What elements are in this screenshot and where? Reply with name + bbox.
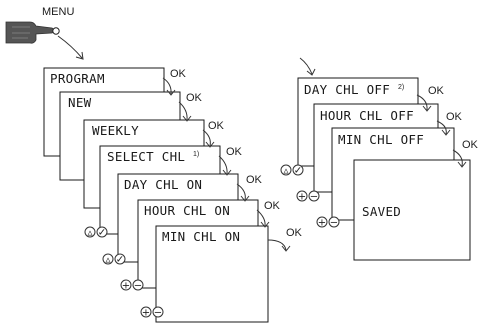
minus-icon: −: [154, 308, 162, 319]
ok-label: OK: [186, 92, 203, 104]
left-ok-steps: OK OK OK OK OK OK OK: [162, 68, 303, 252]
up-triangle-icon: ▵: [105, 255, 110, 266]
screen-text: DAY CHL ON: [124, 177, 202, 192]
minus-icon: −: [330, 218, 338, 229]
up-triangle-icon: ▵: [87, 228, 92, 239]
up-confirm-buttons: ▵ ✓: [84, 226, 108, 239]
ok-arrow-icon: [436, 120, 451, 136]
left-button-hints: ▵ ✓ ▵ ✓ + − + −: [84, 226, 164, 319]
plus-icon: +: [298, 192, 306, 203]
screen-text: NEW: [68, 95, 92, 110]
check-icon: ✓: [294, 166, 302, 177]
plus-minus-buttons: + −: [140, 306, 164, 319]
plus-icon: +: [142, 308, 150, 319]
continue-arrow-icon: [299, 57, 316, 76]
ok-arrow-icon: [218, 155, 232, 176]
screen-text: HOUR CHL OFF: [320, 108, 414, 123]
pointing-hand-icon: [5, 21, 60, 44]
plus-minus-buttons: + −: [316, 216, 340, 229]
screen-text: MIN CHL ON: [162, 229, 240, 244]
screen-text: WEEKLY: [92, 123, 139, 138]
screen-text: SELECT CHL: [107, 149, 185, 164]
ok-arrow-icon: [162, 77, 176, 96]
check-icon: ✓: [116, 255, 124, 266]
minus-icon: −: [134, 281, 142, 292]
ok-arrow-icon: [236, 183, 250, 202]
screen-text: DAY CHL OFF: [304, 82, 390, 97]
footnote-marker: 2): [398, 84, 404, 91]
right-button-hints: ▵ ✓ + − + −: [280, 164, 340, 229]
menu-arrow-icon: [57, 35, 84, 60]
ok-label: OK: [446, 111, 463, 123]
menu-label: MENU: [42, 6, 74, 18]
ok-arrow-icon: [178, 101, 192, 122]
ok-label: OK: [246, 174, 263, 186]
plus-icon: +: [122, 281, 130, 292]
ok-arrow-icon: [416, 94, 432, 112]
left-screen-stack: PROGRAM NEW WEEKLY SELECT CHL 1) DAY CHL…: [43, 67, 269, 323]
ok-label: OK: [226, 146, 243, 158]
right-ok-steps: OK OK OK: [416, 85, 479, 168]
screen-saved: SAVED: [353, 159, 471, 261]
ok-label: OK: [208, 120, 225, 132]
screen-text: SAVED: [362, 204, 401, 219]
minus-icon: −: [310, 192, 318, 203]
footnote-marker: 1): [193, 151, 199, 158]
plus-minus-buttons: + −: [296, 190, 320, 203]
ok-label: OK: [264, 200, 281, 212]
up-confirm-buttons: ▵ ✓: [280, 164, 304, 177]
plus-icon: +: [318, 218, 326, 229]
ok-arrow-icon: [452, 149, 467, 168]
screen-min-chl-on: MIN CHL ON: [155, 225, 269, 323]
ok-arrow-icon: [267, 239, 291, 252]
screen-text: HOUR CHL ON: [144, 203, 230, 218]
screen-text: PROGRAM: [50, 71, 105, 86]
screen-text: MIN CHL OFF: [338, 132, 424, 147]
up-triangle-icon: ▵: [283, 166, 288, 177]
ok-label: OK: [462, 139, 479, 151]
plus-minus-buttons: + −: [120, 279, 144, 292]
ok-label: OK: [428, 85, 445, 97]
ok-arrow-icon: [256, 209, 270, 228]
check-icon: ✓: [98, 228, 106, 239]
ok-arrow-icon: [202, 129, 215, 148]
ok-label: OK: [286, 227, 303, 239]
up-confirm-buttons: ▵ ✓: [102, 253, 126, 266]
ok-label: OK: [170, 68, 187, 80]
right-screen-stack: DAY CHL OFF 2) HOUR CHL OFF MIN CHL OFF …: [297, 77, 471, 261]
